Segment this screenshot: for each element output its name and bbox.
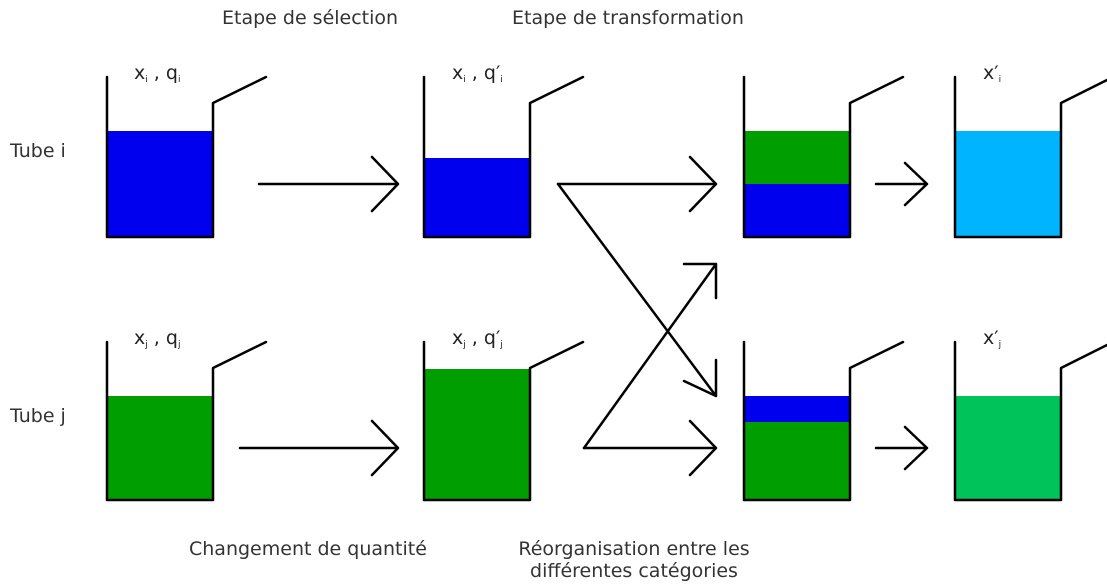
arrow-j-transformation <box>874 425 929 471</box>
arrow-j-to-j <box>582 419 718 477</box>
stage-selection-label: Etape de sélection <box>222 7 399 29</box>
stage-quantity-label: Changement de quantité <box>189 538 427 560</box>
liquid-tube-i-final <box>955 131 1061 237</box>
var-xj-qprime-j: xj , q′j <box>452 327 503 350</box>
row-label-tube-j: Tube j <box>10 405 66 427</box>
arrow-i-to-i <box>556 155 718 213</box>
beaker-j-1 <box>105 340 268 502</box>
arrow-j-quantity <box>238 419 400 477</box>
beaker-j-3 <box>742 340 905 502</box>
liquid-tube-i-mixed-green <box>744 131 850 184</box>
var-xprime-j: x′j <box>983 327 1002 350</box>
beaker-i-2 <box>422 75 585 239</box>
liquid-tube-j-mixed-blue <box>744 396 850 422</box>
beaker-j-2 <box>422 340 585 502</box>
arrow-j-to-i <box>582 262 718 450</box>
arrow-i-to-j <box>556 182 718 398</box>
liquid-tube-j-initial <box>107 396 213 500</box>
stage-reorganisation-line2: différentes catégories <box>530 560 738 582</box>
liquid-tube-j-selected <box>424 369 530 500</box>
liquid-tube-i-selected <box>424 158 530 237</box>
liquid-tube-i-mixed-blue <box>744 184 850 237</box>
arrow-i-transformation <box>874 161 929 207</box>
beaker-i-1 <box>105 75 268 239</box>
stage-reorganisation-label: Réorganisation entre les différentes cat… <box>484 538 784 582</box>
var-xprime-i: x′i <box>983 62 1002 85</box>
var-xi-qi: xi , qi <box>134 62 181 85</box>
beaker-i-3 <box>742 75 905 239</box>
stage-reorganisation-line1: Réorganisation entre les <box>518 538 750 560</box>
beaker-j-4 <box>953 340 1107 502</box>
var-xi-qprime-i: xi , q′i <box>452 62 503 85</box>
arrow-i-selection <box>257 155 400 213</box>
stage-transformation-label: Etape de transformation <box>512 7 744 29</box>
beaker-i-4 <box>953 75 1107 239</box>
row-label-tube-i: Tube i <box>10 140 66 162</box>
liquid-tube-j-mixed-green <box>744 422 850 500</box>
liquid-tube-j-final <box>955 396 1061 500</box>
var-xj-qj: xj , qj <box>134 327 181 350</box>
liquid-tube-i-initial <box>107 131 213 237</box>
